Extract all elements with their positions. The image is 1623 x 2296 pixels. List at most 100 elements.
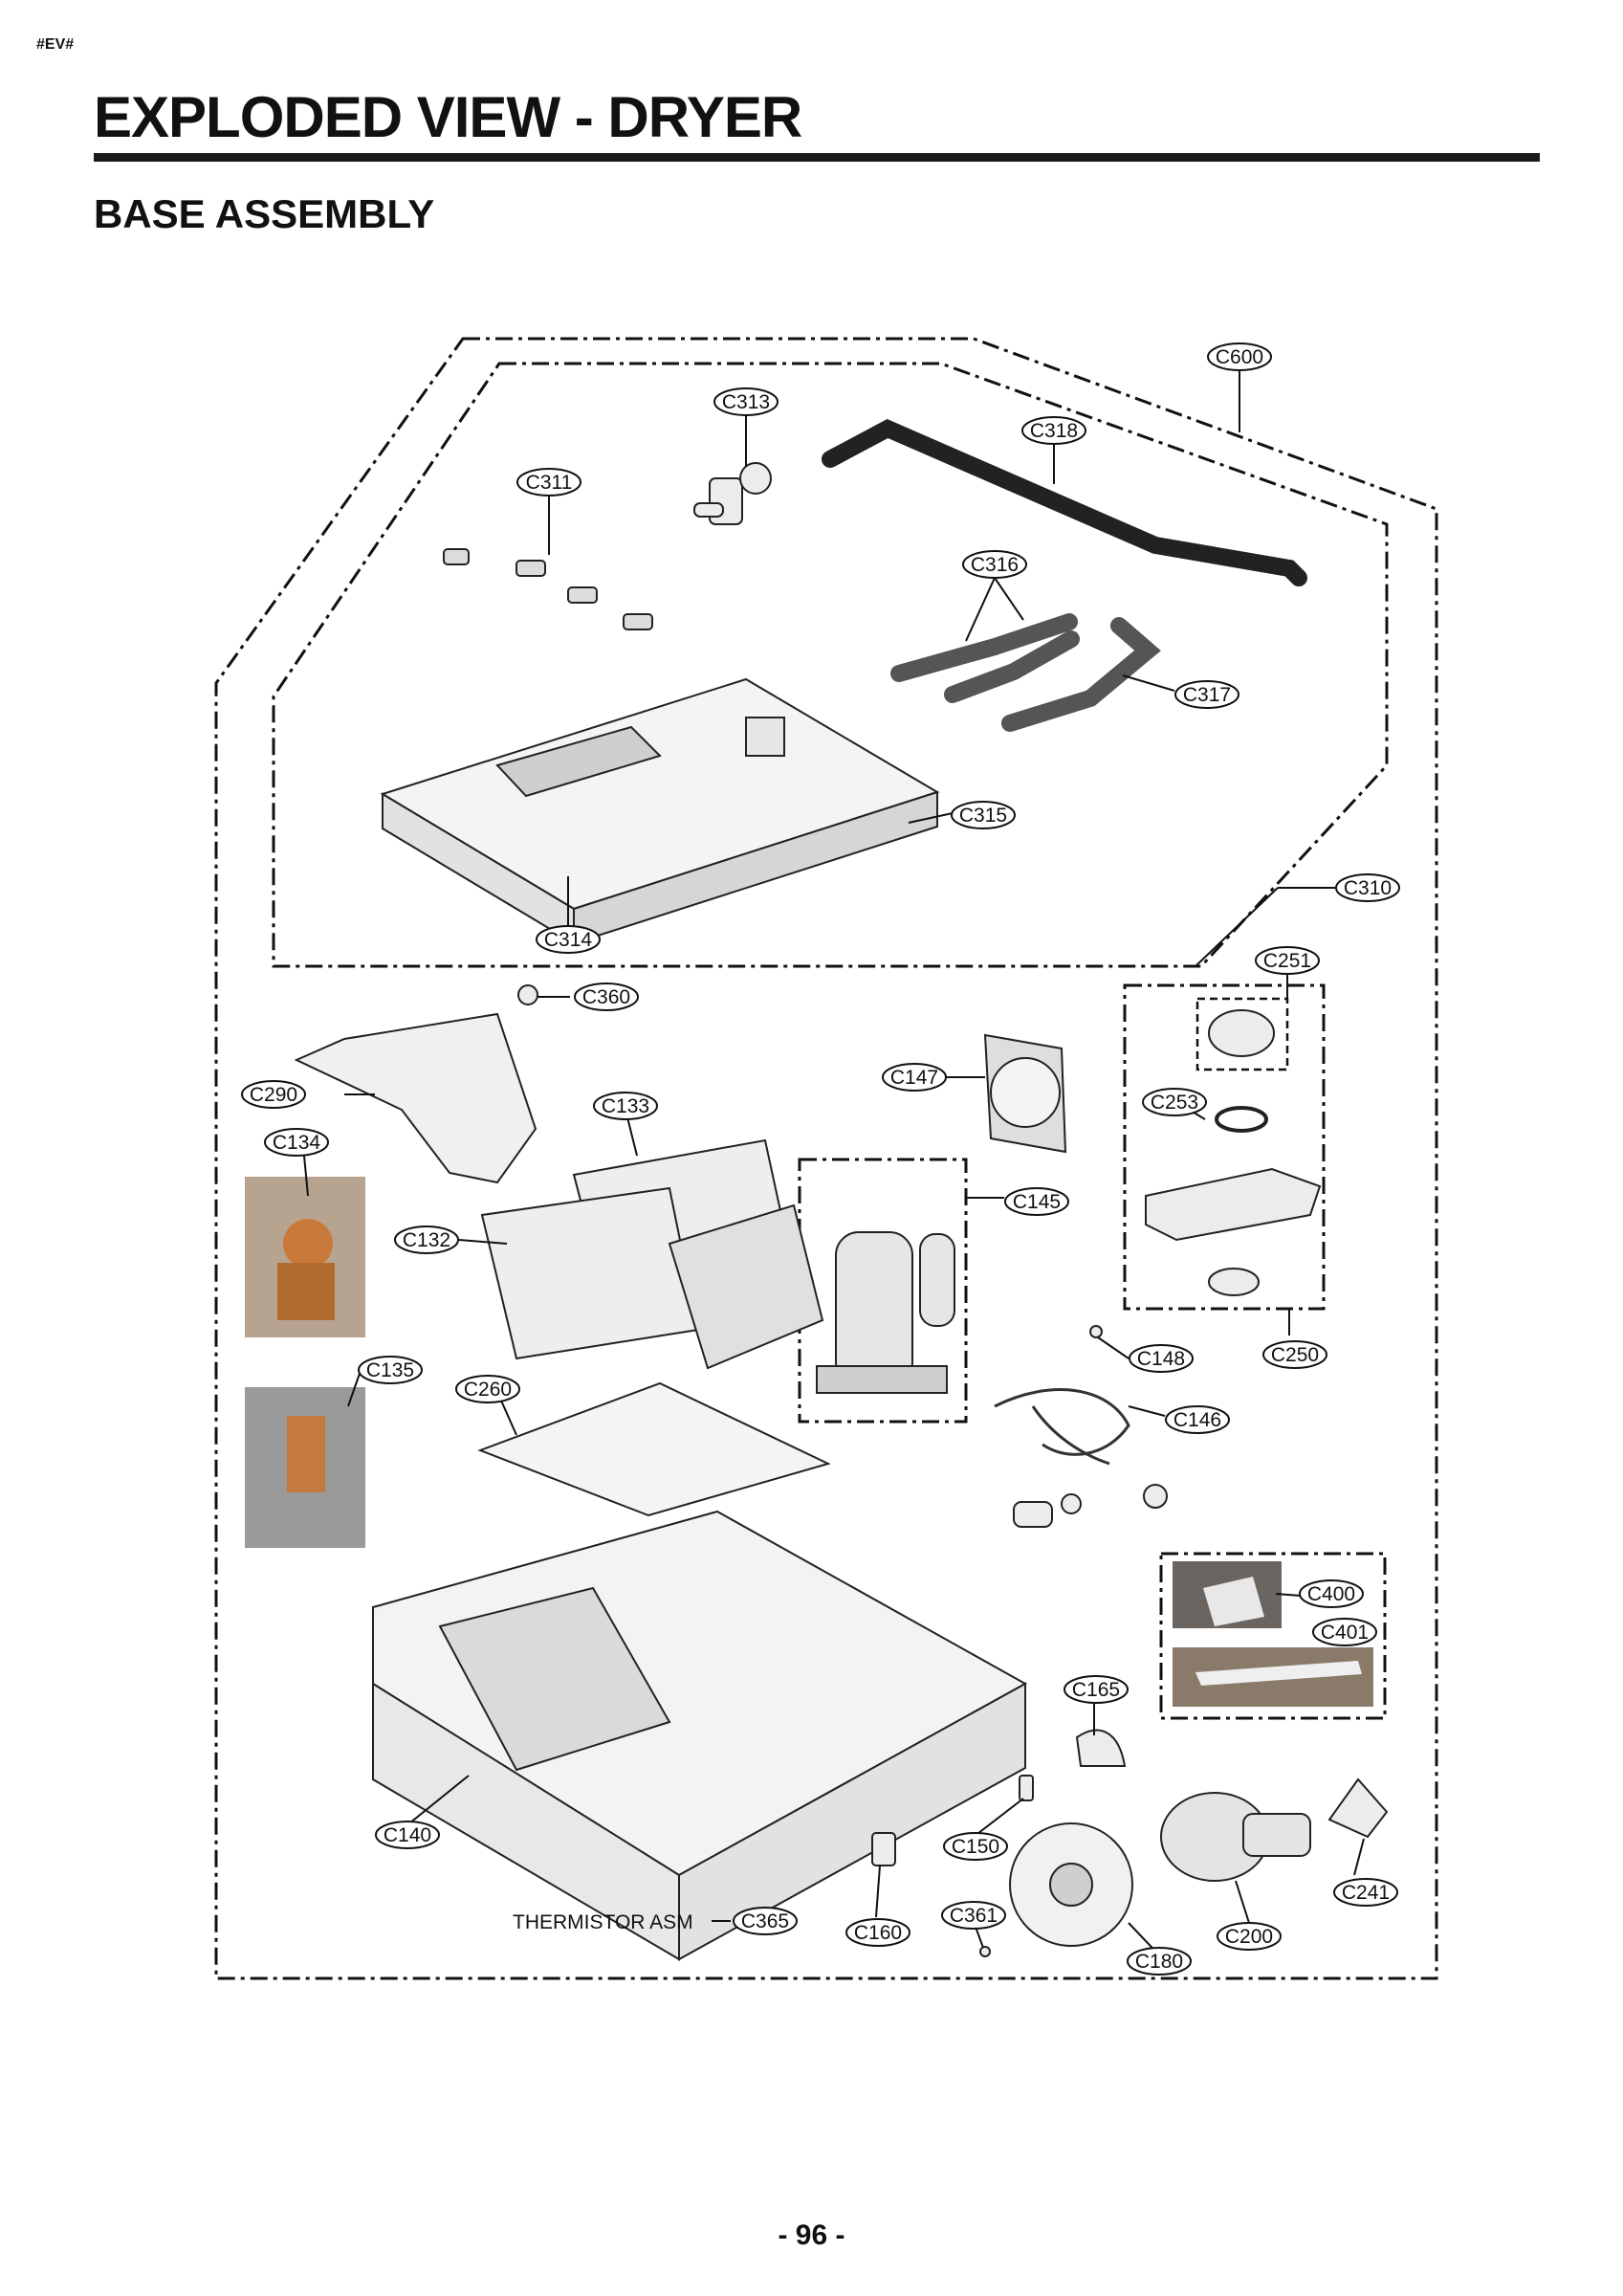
callout-c140: C140 — [375, 1821, 440, 1849]
c145-compressor-part — [816, 1231, 955, 1394]
c401-photo — [1173, 1647, 1373, 1707]
c250-group-boundary — [1123, 983, 1326, 1311]
callout-c135: C135 — [358, 1356, 423, 1384]
callout-c310: C310 — [1335, 873, 1400, 902]
callout-c317: C317 — [1174, 680, 1239, 709]
outer-assembly-boundary — [214, 337, 1438, 1980]
svg-text:C251: C251 — [1263, 950, 1311, 972]
svg-text:C150: C150 — [952, 1836, 999, 1858]
callout-c360: C360 — [574, 982, 639, 1011]
svg-text:C200: C200 — [1225, 1926, 1273, 1948]
svg-text:C160: C160 — [854, 1922, 902, 1944]
c146-wire-harness-part — [994, 1388, 1130, 1466]
callout-c147: C147 — [882, 1063, 947, 1092]
page-title: EXPLODED VIEW - DRYER — [94, 85, 802, 149]
svg-text:C241: C241 — [1342, 1882, 1390, 1904]
section-title: BASE ASSEMBLY — [94, 191, 435, 236]
callout-c134: C134 — [264, 1128, 329, 1157]
c290-duct-part — [294, 1012, 537, 1184]
svg-text:C134: C134 — [273, 1132, 321, 1154]
callout-c314: C314 — [536, 925, 601, 954]
callout-c133: C133 — [593, 1092, 658, 1120]
callout-c160: C160 — [845, 1918, 910, 1947]
thermistor-label: THERMISTOR ASM — [513, 1911, 693, 1933]
c251-inner-box — [1195, 997, 1289, 1071]
document-code: #EV# — [36, 36, 75, 53]
callout-c253: C253 — [1142, 1088, 1207, 1116]
svg-text:C316: C316 — [971, 554, 1019, 576]
callout-c401: C401 — [1312, 1618, 1377, 1646]
c316-hose-pair-part — [890, 613, 1080, 703]
svg-text:C250: C250 — [1271, 1344, 1319, 1366]
svg-text:C135: C135 — [366, 1359, 414, 1381]
svg-text:C600: C600 — [1216, 346, 1263, 368]
svg-text:C133: C133 — [602, 1095, 649, 1117]
svg-text:C148: C148 — [1137, 1348, 1185, 1370]
callout-c290: C290 — [241, 1080, 306, 1109]
callout-c241: C241 — [1333, 1878, 1398, 1907]
svg-text:C165: C165 — [1072, 1679, 1120, 1701]
callout-c250: C250 — [1262, 1340, 1327, 1369]
svg-text:C313: C313 — [722, 391, 770, 413]
c311-clip-parts — [443, 548, 653, 630]
svg-text:C401: C401 — [1321, 1622, 1369, 1644]
svg-text:C360: C360 — [582, 986, 630, 1008]
c400-group-boundary — [1159, 1552, 1387, 1720]
svg-text:C318: C318 — [1030, 420, 1078, 442]
callout-c365: C365 — [733, 1907, 798, 1935]
c133-c132-heat-exchanger-parts — [480, 1138, 824, 1370]
svg-text:C365: C365 — [741, 1910, 789, 1932]
svg-text:C146: C146 — [1173, 1409, 1221, 1431]
svg-text:C311: C311 — [526, 472, 573, 494]
callout-c400: C400 — [1299, 1579, 1364, 1608]
callout-c316: C316 — [962, 550, 1027, 579]
callout-c132: C132 — [394, 1225, 459, 1254]
svg-text:C147: C147 — [890, 1067, 938, 1089]
c318-water-hose-part — [822, 419, 1307, 586]
c400-photo — [1173, 1561, 1282, 1628]
c250-pump-parts — [1145, 1009, 1322, 1296]
callout-c145: C145 — [1004, 1187, 1069, 1216]
c200-motor-part — [1160, 1792, 1311, 1882]
page-number: - 96 - — [778, 2219, 845, 2251]
c241-c165-misc-parts — [517, 984, 1389, 1957]
callout-c180: C180 — [1127, 1947, 1192, 1976]
callout-c251: C251 — [1255, 946, 1320, 975]
svg-text:C140: C140 — [384, 1824, 431, 1846]
svg-text:C180: C180 — [1135, 1951, 1183, 1973]
c135-photo — [245, 1387, 365, 1548]
callout-c318: C318 — [1021, 416, 1086, 445]
callout-c146: C146 — [1165, 1405, 1230, 1434]
c260-cover-plate-part — [477, 1381, 831, 1517]
svg-text:C145: C145 — [1013, 1191, 1061, 1213]
c140-base-frame-part — [372, 1510, 1028, 1961]
callout-c361: C361 — [941, 1901, 1006, 1930]
callout-c165: C165 — [1064, 1675, 1129, 1704]
c313-valve-part — [693, 462, 772, 525]
callout-c600: C600 — [1207, 342, 1272, 371]
base-upper-group-boundary — [272, 362, 1389, 968]
svg-text:C253: C253 — [1151, 1092, 1198, 1114]
c310-base-cover-part — [380, 677, 940, 945]
callout-c150: C150 — [943, 1832, 1008, 1861]
callout-c148: C148 — [1129, 1344, 1194, 1373]
c180-blower-wheel-part — [1009, 1822, 1133, 1947]
svg-text:C132: C132 — [403, 1229, 450, 1251]
svg-text:THERMISTOR ASM: THERMISTOR ASM — [513, 1911, 693, 1933]
svg-text:C314: C314 — [544, 929, 593, 951]
svg-text:C315: C315 — [959, 805, 1007, 827]
title-divider — [94, 153, 1540, 162]
svg-text:C260: C260 — [464, 1379, 512, 1401]
svg-text:C317: C317 — [1183, 684, 1231, 706]
svg-text:C400: C400 — [1307, 1583, 1355, 1605]
callout-c200: C200 — [1217, 1922, 1282, 1951]
callout-c315: C315 — [951, 801, 1016, 829]
c147-fan-part — [983, 1033, 1067, 1154]
callout-c313: C313 — [713, 387, 779, 416]
c317-hose-part — [1001, 617, 1161, 732]
svg-text:C290: C290 — [250, 1084, 297, 1106]
callout-c260: C260 — [455, 1375, 520, 1403]
c134-photo — [245, 1177, 365, 1337]
svg-text:C310: C310 — [1344, 877, 1392, 899]
